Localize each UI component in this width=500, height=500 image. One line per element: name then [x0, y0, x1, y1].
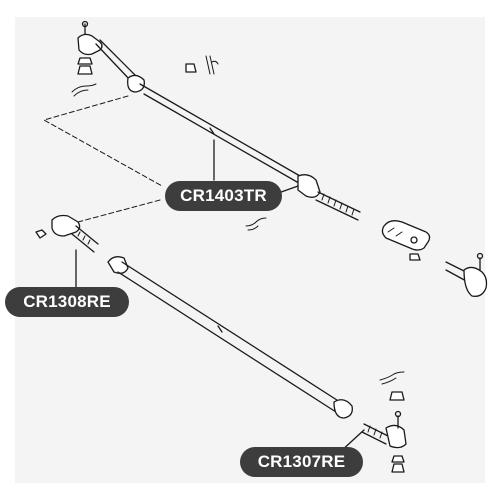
adjusting-sleeve: [381, 220, 431, 261]
dashed-connector-lines: [43, 95, 163, 223]
drag-link: [71, 20, 361, 231]
tie-rod: [107, 256, 353, 419]
left-tie-rod-end: [35, 214, 99, 289]
diagram-panel: [15, 17, 485, 483]
outer-tie-rod-end: [445, 252, 488, 297]
callout-right-tie-rod-end: CR1307RE: [240, 447, 363, 477]
callout-left-tie-rod-end: CR1308RE: [5, 287, 129, 317]
callout-drag-link: CR1403TR: [165, 181, 282, 211]
